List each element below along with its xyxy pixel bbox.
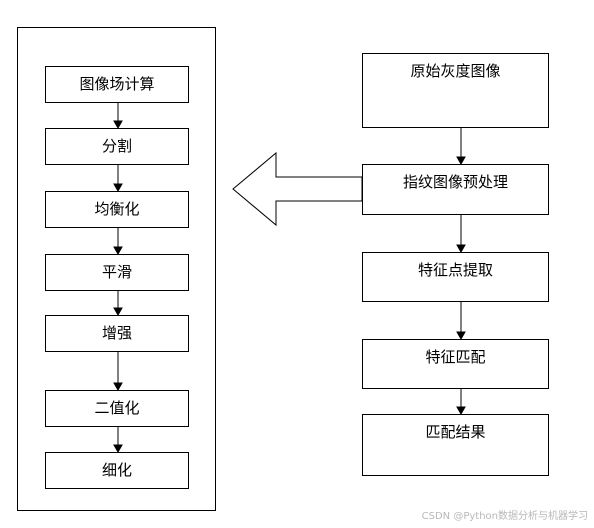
arrow-head-icon	[113, 307, 123, 317]
watermark: CSDN @Python数据分析与机器学习	[421, 511, 588, 522]
arrow-head-icon	[456, 406, 466, 416]
arrow-head-icon	[113, 120, 123, 130]
step-binarization: 二值化	[45, 390, 189, 427]
step-equalization: 均衡化	[45, 191, 189, 228]
arrow-head-icon	[456, 156, 466, 166]
step-field-computation: 图像场计算	[45, 66, 189, 103]
step-feature-extraction: 特征点提取	[362, 252, 549, 302]
arrow-head-icon	[113, 183, 123, 193]
arrow-head-icon	[113, 382, 123, 392]
arrow-head-icon	[456, 244, 466, 254]
step-thinning: 细化	[45, 452, 189, 489]
step-matching-result: 匹配结果	[362, 414, 549, 476]
preprocessing-frame	[17, 27, 216, 511]
step-fingerprint-preprocessing: 指纹图像预处理	[362, 164, 549, 215]
step-segmentation: 分割	[45, 128, 189, 165]
big-left-arrow-icon	[232, 151, 363, 227]
step-feature-matching: 特征匹配	[362, 339, 549, 389]
step-enhancement: 增强	[45, 315, 189, 352]
step-original-gray-image: 原始灰度图像	[362, 53, 549, 128]
step-smoothing: 平滑	[45, 254, 189, 291]
arrow-head-icon	[113, 246, 123, 256]
arrow-head-icon	[113, 444, 123, 454]
arrow-head-icon	[456, 331, 466, 341]
